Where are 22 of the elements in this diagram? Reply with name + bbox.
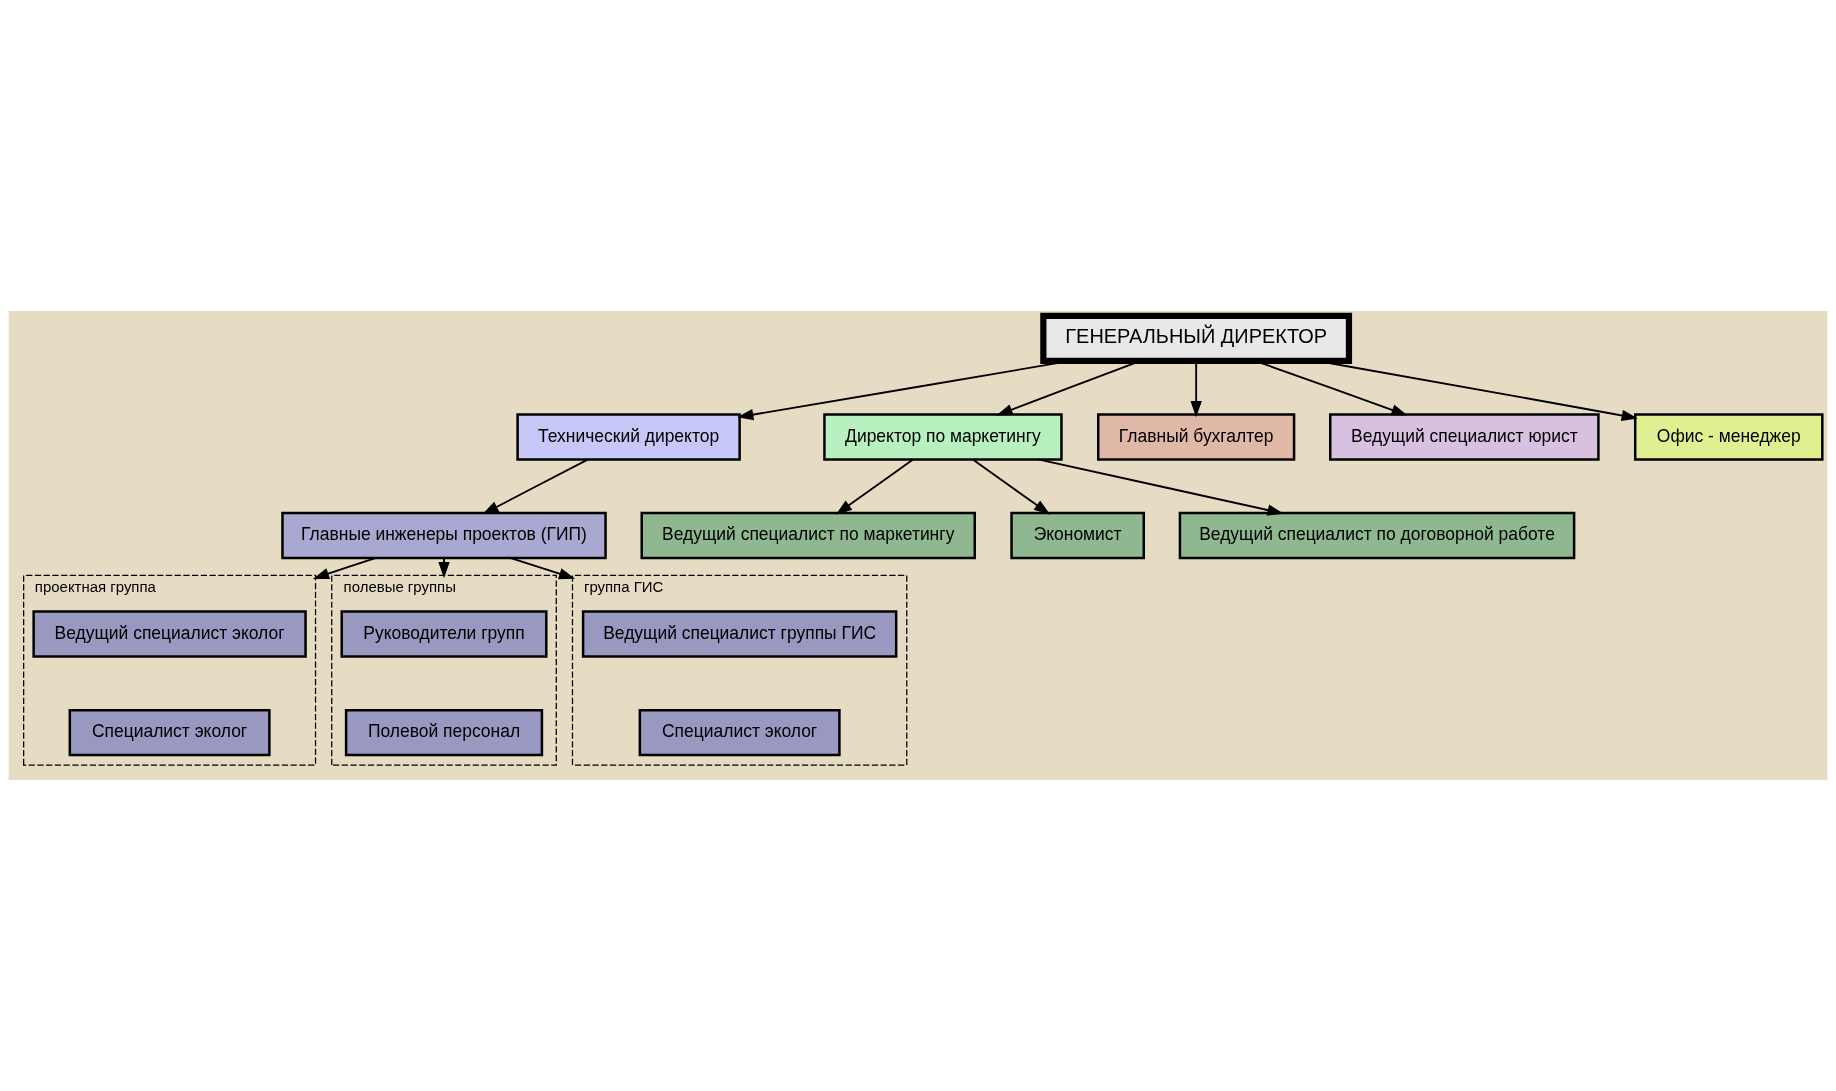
node-box: Главный бухгалтер — [1097, 413, 1296, 461]
node-box: Ведущий специалист по договорной работе — [1178, 511, 1576, 560]
node-box: Технический директор — [516, 413, 741, 461]
arrow — [835, 458, 914, 515]
node-box: Экономист — [1010, 511, 1145, 560]
node-box: Полевой персонал — [344, 708, 544, 757]
node-box: Руководители групп — [340, 610, 548, 658]
node-box: Главные инженеры проектов (ГИП) — [281, 511, 607, 560]
arrow — [1038, 458, 1284, 516]
node-box: ГЕНЕРАЛЬНЫЙ ДИРЕКТОР — [1040, 312, 1353, 364]
node-box: Специалист эколог — [68, 708, 271, 757]
arrow — [510, 557, 576, 580]
node-box: Офис - менеджер — [1633, 413, 1824, 461]
node-box: Директор по маркетингу — [823, 413, 1063, 461]
node-box: Ведущий специалист по маркетингу — [640, 511, 976, 560]
node-box: Ведущий специалист юрист — [1329, 413, 1600, 461]
arrow — [971, 458, 1051, 515]
node-box: Специалист эколог — [638, 708, 841, 757]
arrow — [312, 557, 377, 580]
node-box: Ведущий специалист эколог — [32, 610, 307, 658]
arrow — [482, 458, 589, 515]
node-box: Ведущий специалист группы ГИС — [581, 610, 898, 658]
